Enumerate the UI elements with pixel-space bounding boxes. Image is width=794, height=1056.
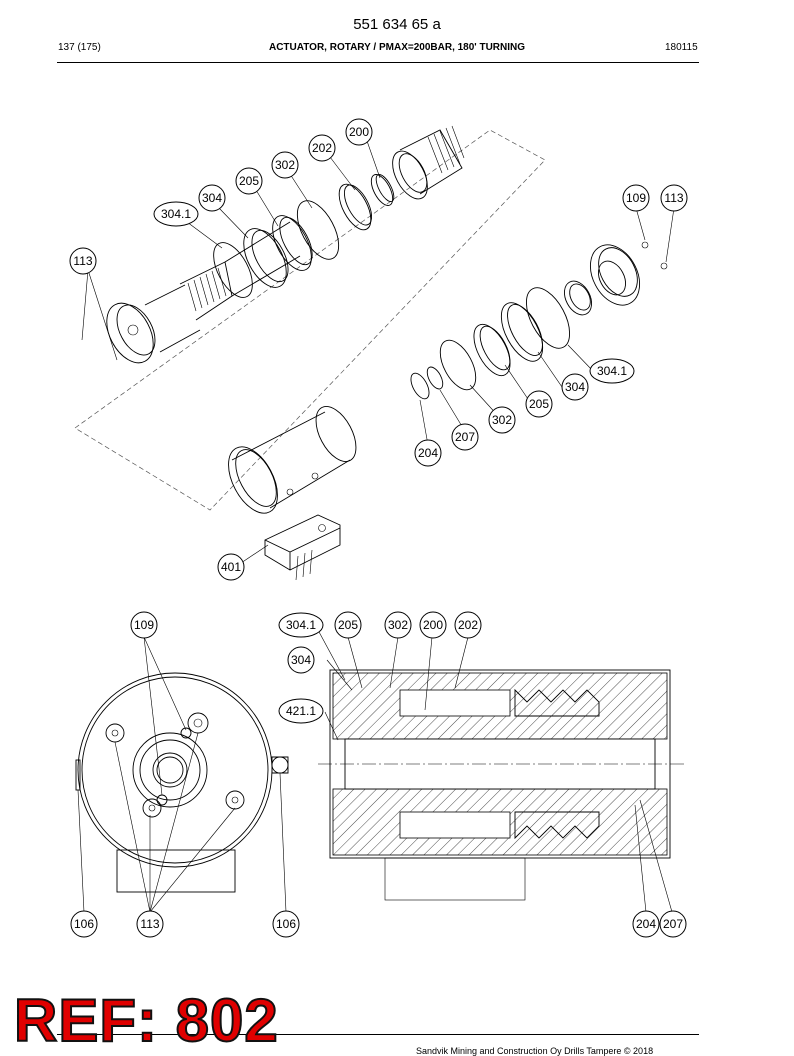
callout-207: 207 xyxy=(451,423,479,451)
svg-text:113: 113 xyxy=(140,917,159,931)
ref-stamp: REF: 802 xyxy=(13,986,279,1055)
callout-106-left: 106 xyxy=(70,910,98,938)
callout-304-section: 304 xyxy=(287,646,315,674)
svg-text:207: 207 xyxy=(663,917,683,931)
callout-304-1-right: 304.1 xyxy=(589,358,635,384)
svg-text:106: 106 xyxy=(276,917,296,931)
footer-copyright: Sandvik Mining and Construction Oy Drill… xyxy=(416,1046,654,1056)
document-number: 551 634 65 a xyxy=(353,16,441,33)
callout-113-end: 113 xyxy=(136,910,164,938)
svg-text:304: 304 xyxy=(565,380,585,394)
callout-401: 401 xyxy=(217,553,245,581)
callout-202: 202 xyxy=(308,134,336,162)
callout-202-section: 202 xyxy=(454,611,482,639)
section-view xyxy=(318,669,686,901)
callout-302-right: 302 xyxy=(488,406,516,434)
callout-304-1: 304.1 xyxy=(153,201,199,227)
svg-text:421.1: 421.1 xyxy=(286,704,316,718)
svg-text:109: 109 xyxy=(626,191,646,205)
callout-109-end: 109 xyxy=(130,611,158,639)
callout-205: 205 xyxy=(235,167,263,195)
end-view xyxy=(75,672,289,893)
svg-text:207: 207 xyxy=(455,430,475,444)
callout-304-right: 304 xyxy=(561,373,589,401)
callout-205-section: 205 xyxy=(334,611,362,639)
callout-200: 200 xyxy=(345,118,373,146)
svg-text:205: 205 xyxy=(338,618,358,632)
callout-113-left: 113 xyxy=(69,247,97,275)
svg-text:401: 401 xyxy=(221,560,241,574)
svg-text:106: 106 xyxy=(74,917,94,931)
leader-lines-section xyxy=(317,629,673,913)
callout-113-right: 113 xyxy=(660,184,688,212)
header-rule xyxy=(57,62,699,63)
revision-code: 180115 xyxy=(665,42,698,53)
callout-106-right: 106 xyxy=(272,910,300,938)
exploded-assembly xyxy=(74,125,668,581)
callout-302-section: 302 xyxy=(384,611,412,639)
callout-304: 304 xyxy=(198,184,226,212)
callout-204-section: 204 xyxy=(632,910,660,938)
svg-text:202: 202 xyxy=(312,141,332,155)
footer-rule xyxy=(57,1034,699,1035)
page-number: 137 (175) xyxy=(58,42,101,53)
callout-200-section: 200 xyxy=(419,611,447,639)
callout-109-top: 109 xyxy=(622,184,650,212)
svg-text:113: 113 xyxy=(664,191,683,205)
svg-text:200: 200 xyxy=(423,618,443,632)
svg-text:304.1: 304.1 xyxy=(161,207,191,221)
svg-text:304: 304 xyxy=(202,191,222,205)
callout-207-section: 207 xyxy=(659,910,687,938)
svg-text:204: 204 xyxy=(418,446,438,460)
svg-text:302: 302 xyxy=(275,158,295,172)
drawing-title: ACTUATOR, ROTARY / PMAX=200BAR, 180' TUR… xyxy=(268,42,526,53)
svg-text:205: 205 xyxy=(529,397,549,411)
callout-421-1: 421.1 xyxy=(278,698,324,724)
svg-text:304: 304 xyxy=(291,653,311,667)
svg-text:113: 113 xyxy=(73,254,92,268)
svg-text:304.1: 304.1 xyxy=(286,618,316,632)
svg-text:200: 200 xyxy=(349,125,369,139)
leader-lines-end-view xyxy=(77,636,287,913)
svg-text:304.1: 304.1 xyxy=(597,364,627,378)
callout-204: 204 xyxy=(414,439,442,467)
svg-text:302: 302 xyxy=(492,413,512,427)
callout-302: 302 xyxy=(271,151,299,179)
svg-text:205: 205 xyxy=(239,174,259,188)
svg-text:109: 109 xyxy=(134,618,154,632)
svg-text:302: 302 xyxy=(388,618,408,632)
callout-304-1-section: 304.1 xyxy=(278,612,324,638)
svg-text:202: 202 xyxy=(458,618,478,632)
callout-205-right: 205 xyxy=(525,390,553,418)
svg-text:204: 204 xyxy=(636,917,656,931)
